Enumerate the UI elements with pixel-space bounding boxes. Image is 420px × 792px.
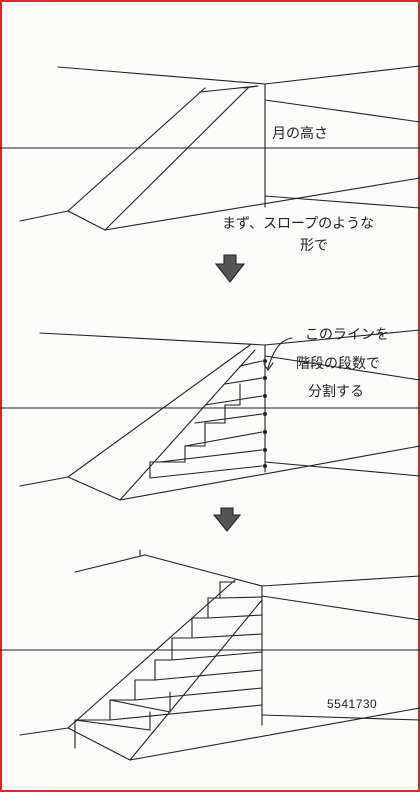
panel-stairs	[0, 549, 420, 761]
image-id-label: 5541730	[327, 697, 378, 711]
step2-note-line2: 階段の段数で	[296, 356, 380, 372]
down-arrow-icon	[212, 507, 242, 532]
step2-note-line1: このラインを	[305, 327, 389, 343]
step1-note-line2: 形で	[300, 238, 328, 254]
panel-slope	[0, 65, 420, 231]
step1-note-line1: まず、スロープのような	[222, 216, 375, 232]
height-label: 月の高さ	[272, 126, 328, 142]
step2-note-line3: 分割する	[308, 384, 364, 400]
panel-divided-slope	[0, 329, 420, 501]
down-arrow-icon	[214, 254, 246, 283]
